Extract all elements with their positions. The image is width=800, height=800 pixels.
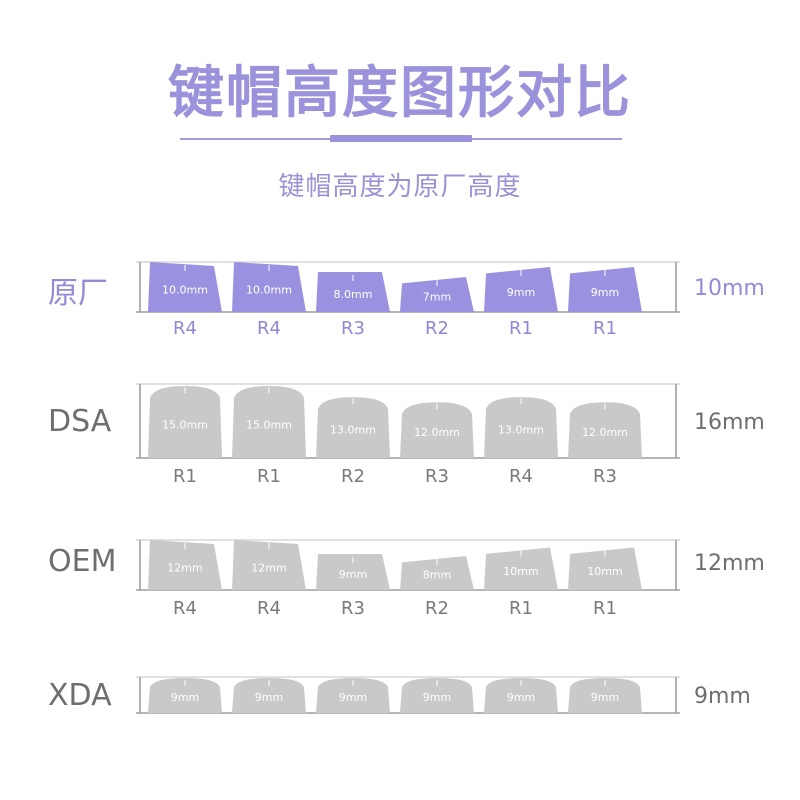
profile-label-original: 原厂 bbox=[48, 276, 108, 311]
keycap-height-label: 15.0mm bbox=[162, 419, 208, 432]
keycap-height-label: 9mm bbox=[339, 568, 367, 581]
keycap-row-label: R1 bbox=[173, 466, 197, 487]
keycap-height-label: 12.0mm bbox=[414, 426, 460, 439]
keycap-height-label: 15.0mm bbox=[246, 419, 292, 432]
keycap-row-label: R1 bbox=[593, 318, 617, 339]
profile-label-dsa: DSA bbox=[48, 404, 112, 439]
keycap-height-label: 10mm bbox=[587, 565, 622, 578]
keycap-row-label: R2 bbox=[341, 466, 365, 487]
keycap bbox=[568, 547, 642, 590]
keycap-height-label: 9mm bbox=[507, 286, 535, 299]
keycap bbox=[148, 386, 222, 458]
profile-height-xda: 9mm bbox=[694, 684, 751, 709]
keycap-row-label: R4 bbox=[257, 598, 281, 619]
keycap bbox=[400, 556, 474, 590]
page-subtitle: 键帽高度为原厂高度 bbox=[278, 172, 522, 202]
keycap bbox=[148, 540, 222, 590]
keycap bbox=[232, 540, 306, 590]
keycap bbox=[232, 678, 306, 713]
page-title: 键帽高度图形对比 bbox=[168, 61, 632, 126]
keycap bbox=[316, 554, 390, 590]
keycap-height-label: 9mm bbox=[591, 286, 619, 299]
keycap-row-label: R3 bbox=[341, 318, 365, 339]
keycap-height-label: 9mm bbox=[423, 691, 451, 704]
keycap-row-label: R1 bbox=[593, 598, 617, 619]
keycap-height-label: 9mm bbox=[591, 691, 619, 704]
keycap-height-label: 9mm bbox=[171, 691, 199, 704]
keycap-row-label: R2 bbox=[425, 598, 449, 619]
profile-row-xda: 9mm 9mm 9mm 9mm 9mm 9mm bbox=[136, 676, 680, 714]
keycap bbox=[232, 386, 306, 458]
keycap-height-label: 12mm bbox=[167, 562, 202, 575]
keycap bbox=[400, 402, 474, 458]
keycap-row-label: R4 bbox=[509, 466, 533, 487]
profile-height-dsa: 16mm bbox=[694, 410, 765, 435]
keycap bbox=[316, 397, 390, 458]
keycap-row-label: R3 bbox=[425, 466, 449, 487]
keycap-row-label: R1 bbox=[509, 598, 533, 619]
keycap bbox=[232, 262, 306, 312]
keycap-row-label: R3 bbox=[341, 598, 365, 619]
keycap-height-label: 9mm bbox=[339, 691, 367, 704]
keycap-height-label: 13.0mm bbox=[498, 424, 544, 437]
keycap bbox=[400, 678, 474, 713]
profile-height-oem: 12mm bbox=[694, 551, 765, 576]
keycap bbox=[400, 277, 474, 312]
profile-height-original: 10mm bbox=[694, 276, 765, 301]
profile-label-oem: OEM bbox=[48, 544, 117, 579]
keycap-height-label: 12mm bbox=[251, 562, 286, 575]
keycap-height-label: 8.0mm bbox=[334, 288, 373, 301]
keycap-height-label: 13.0mm bbox=[330, 424, 376, 437]
keycap-row-label: R1 bbox=[509, 318, 533, 339]
keycap-height-label: 10mm bbox=[503, 565, 538, 578]
keycap-row-label: R2 bbox=[425, 318, 449, 339]
keycap bbox=[484, 397, 558, 458]
keycap bbox=[568, 678, 642, 713]
keycap-height-label: 7mm bbox=[423, 290, 451, 303]
keycap bbox=[316, 272, 390, 312]
keycap bbox=[316, 678, 390, 713]
keycap-height-label: 10.0mm bbox=[246, 284, 292, 297]
keycap bbox=[484, 547, 558, 590]
keycap bbox=[568, 267, 642, 312]
keycap-height-label: 12.0mm bbox=[582, 426, 628, 439]
keycap-height-label: 10.0mm bbox=[162, 284, 208, 297]
profile-label-xda: XDA bbox=[48, 678, 112, 713]
keycap-row-label: R3 bbox=[593, 466, 617, 487]
keycap-height-label: 9mm bbox=[255, 691, 283, 704]
keycap-row-label: R4 bbox=[173, 318, 197, 339]
keycap-row-label: R1 bbox=[257, 466, 281, 487]
keycap-height-label: 9mm bbox=[507, 691, 535, 704]
keycap bbox=[568, 402, 642, 458]
keycap bbox=[484, 267, 558, 312]
keycap bbox=[148, 678, 222, 713]
keycap bbox=[148, 262, 222, 312]
keycap-row-label: R4 bbox=[173, 598, 197, 619]
keycap-row-label: R4 bbox=[257, 318, 281, 339]
keycap bbox=[484, 678, 558, 713]
keycap-height-label: 8mm bbox=[423, 569, 451, 582]
title-divider-accent bbox=[330, 135, 472, 142]
